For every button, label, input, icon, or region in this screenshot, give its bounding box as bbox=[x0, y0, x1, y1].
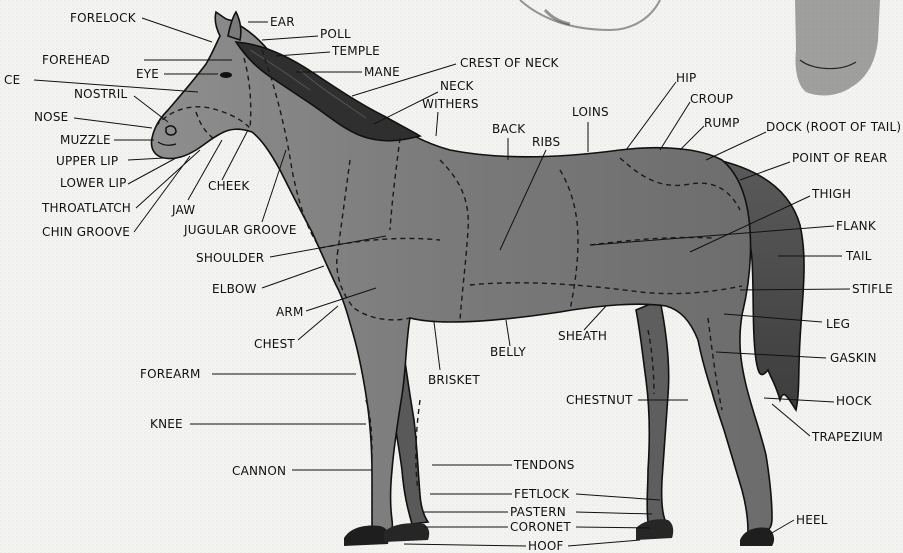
label-forehead: FOREHEAD bbox=[42, 53, 110, 67]
label-nose: NOSE bbox=[34, 110, 68, 124]
label-cannon: CANNON bbox=[232, 464, 286, 478]
label-chestnut: CHESTNUT bbox=[566, 393, 633, 407]
label-face: CE bbox=[4, 73, 20, 87]
label-hip: HIP bbox=[676, 71, 696, 85]
label-temple: TEMPLE bbox=[331, 44, 380, 58]
label-fetlock: FETLOCK bbox=[514, 487, 570, 501]
label-crest-of-neck: CREST OF NECK bbox=[460, 56, 560, 70]
label-arm: ARM bbox=[276, 305, 304, 319]
label-ribs: RIBS bbox=[532, 135, 560, 149]
label-coronet: CORONET bbox=[510, 520, 571, 534]
label-point-of-rear: POINT OF REAR bbox=[792, 151, 888, 165]
label-elbow: ELBOW bbox=[212, 282, 257, 296]
label-gaskin: GASKIN bbox=[830, 351, 877, 365]
label-cheek: CHEEK bbox=[208, 179, 250, 193]
label-upper-lip: UPPER LIP bbox=[56, 154, 118, 168]
label-jaw: JAW bbox=[171, 203, 195, 217]
label-lower-lip: LOWER LIP bbox=[60, 176, 127, 190]
label-back: BACK bbox=[492, 122, 526, 136]
label-forearm: FOREARM bbox=[140, 367, 201, 381]
label-pastern: PASTERN bbox=[510, 505, 566, 519]
label-neck: NECK bbox=[440, 79, 475, 93]
label-tendons: TENDONS bbox=[513, 458, 575, 472]
label-thigh: THIGH bbox=[811, 187, 851, 201]
label-dock: DOCK (ROOT OF TAIL) bbox=[766, 120, 901, 134]
label-chin-groove: CHIN GROOVE bbox=[42, 225, 130, 239]
label-trapezium: TRAPEZIUM bbox=[811, 430, 883, 444]
label-muzzle: MUZZLE bbox=[60, 133, 111, 147]
label-hoof: HOOF bbox=[528, 539, 564, 553]
label-jugular-groove: JUGULAR GROOVE bbox=[183, 223, 297, 237]
label-poll: POLL bbox=[320, 27, 351, 41]
label-flank: FLANK bbox=[836, 219, 877, 233]
label-leg: LEG bbox=[826, 317, 850, 331]
label-stifle: STIFLE bbox=[852, 282, 893, 296]
label-tail: TAIL bbox=[845, 249, 872, 263]
label-rump: RUMP bbox=[704, 116, 740, 130]
label-brisket: BRISKET bbox=[428, 373, 480, 387]
label-forelock: FORELOCK bbox=[70, 11, 137, 25]
label-withers: WITHERS bbox=[422, 97, 479, 111]
label-eye: EYE bbox=[136, 67, 159, 81]
label-nostril: NOSTRIL bbox=[74, 87, 127, 101]
label-knee: KNEE bbox=[150, 417, 183, 431]
eye-shape bbox=[220, 72, 232, 78]
label-hock: HOCK bbox=[836, 394, 872, 408]
label-shoulder: SHOULDER bbox=[196, 251, 264, 265]
label-croup: CROUP bbox=[690, 92, 733, 106]
label-belly: BELLY bbox=[490, 345, 526, 359]
label-heel: HEEL bbox=[796, 513, 828, 527]
label-throatlatch: THROATLATCH bbox=[41, 201, 131, 215]
label-chest: CHEST bbox=[254, 337, 295, 351]
label-mane: MANE bbox=[364, 65, 400, 79]
label-sheath: SHEATH bbox=[558, 329, 607, 343]
label-ear: EAR bbox=[270, 15, 295, 29]
label-loins: LOINS bbox=[572, 105, 609, 119]
